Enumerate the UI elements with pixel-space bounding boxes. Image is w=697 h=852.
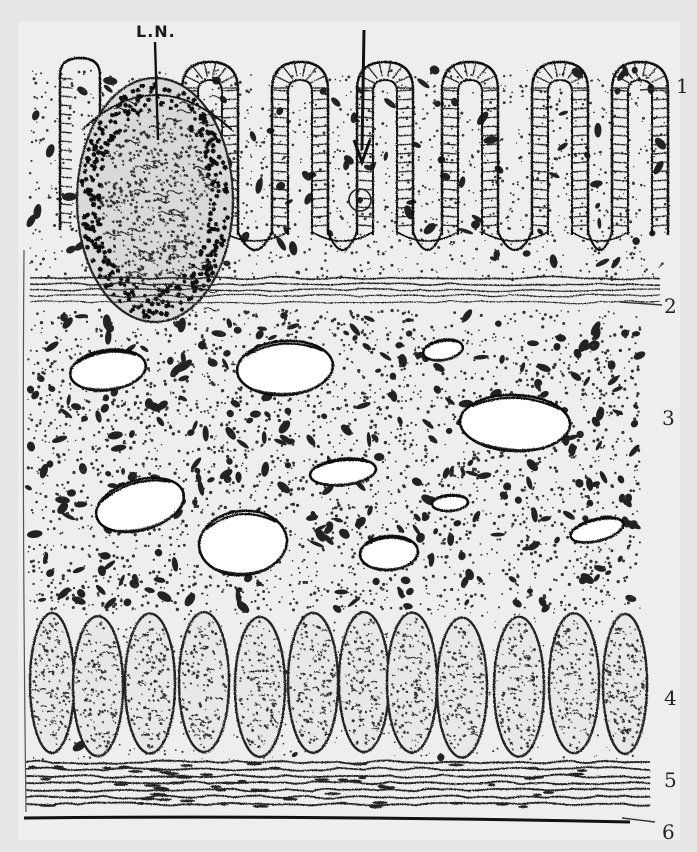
layer-label-2: 2	[664, 296, 677, 316]
layer-label-3: 3	[662, 408, 675, 428]
layer-label-4: 4	[664, 688, 677, 708]
layer-label-6: 6	[662, 822, 675, 842]
layer-label-5: 5	[664, 770, 677, 790]
layer-label-1: 1	[676, 76, 689, 96]
lymph-node-label: L.N.	[136, 22, 176, 41]
